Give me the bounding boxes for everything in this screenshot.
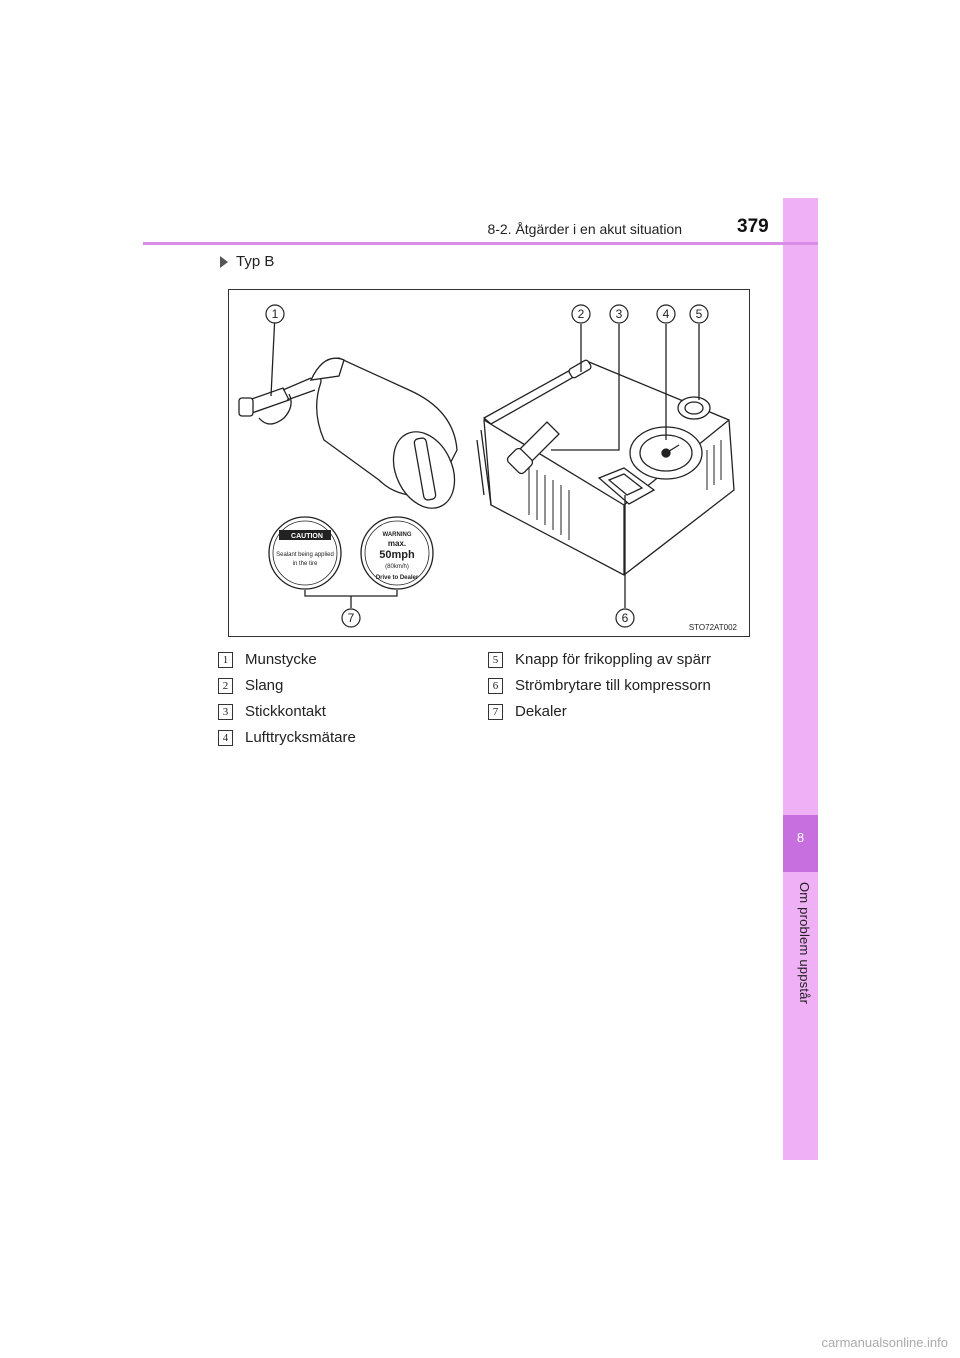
- caution-banner: [279, 530, 331, 540]
- callout-number-1: 1: [272, 307, 279, 321]
- callout-circle-1: [265, 304, 285, 324]
- sidebar-chapter-marker: [783, 815, 818, 872]
- legend-number-badge: 3: [218, 703, 233, 720]
- legend-item-2: 2 Slang: [218, 677, 283, 694]
- legend-item-1: 1 Munstycke: [218, 651, 317, 668]
- header-rule: [143, 242, 818, 245]
- legend-number-badge: 4: [218, 729, 233, 746]
- callout-circle-6: [615, 608, 635, 628]
- legend-label: Munstycke: [245, 651, 317, 668]
- legend-number-badge: 7: [488, 703, 503, 720]
- legend-item-3: 3 Stickkontakt: [218, 703, 326, 720]
- caution-line2: in the tire: [293, 561, 318, 567]
- callout-number-6: 6: [622, 611, 629, 625]
- warning-decal: [360, 516, 434, 590]
- warning-kmh: (80km/h): [385, 564, 409, 570]
- repair-kit-figure: CAUTION Sealant being applied in the tir…: [228, 289, 750, 637]
- warning-speed: 50mph: [379, 549, 415, 561]
- legend-label: Knapp för frikoppling av spärr: [515, 651, 711, 668]
- callout-number-3: 3: [616, 307, 623, 321]
- page-number: 379: [737, 216, 769, 237]
- sidebar-chapter-title: Om problem uppstår: [797, 882, 812, 1005]
- legend-label: Dekaler: [515, 703, 567, 720]
- caution-title: CAUTION: [291, 533, 323, 540]
- callout-number-2: 2: [578, 307, 585, 321]
- warning-max: max.: [388, 539, 406, 548]
- sidebar-chapter-number: 8: [796, 830, 805, 845]
- section-title: 8-2. Åtgärder i en akut situation: [487, 221, 682, 237]
- callout-number-7: 7: [348, 611, 355, 625]
- callout-circle-5: [689, 304, 709, 324]
- subheading-text: Typ B: [236, 253, 275, 270]
- legend-label: Stickkontakt: [245, 703, 326, 720]
- callout-number-4: 4: [663, 307, 670, 321]
- warning-title: WARNING: [383, 532, 412, 538]
- repair-kit-illustration: CAUTION Sealant being applied in the tir…: [238, 304, 738, 632]
- callout-circle-2: [571, 304, 591, 324]
- legend-item-4: 4 Lufttrycksmätare: [218, 729, 356, 746]
- triangle-bullet-icon: [220, 255, 228, 268]
- legend-label: Strömbrytare till kompressorn: [515, 677, 711, 694]
- legend-item-6: 6 Strömbrytare till kompressorn: [488, 677, 711, 694]
- callout-group: 1 2 3 4 5 6 7: [265, 304, 709, 628]
- footer-watermark[interactable]: carmanualsonline.info: [821, 1335, 948, 1350]
- legend-number-badge: 1: [218, 651, 233, 668]
- legend-label: Slang: [245, 677, 284, 694]
- legend-number-badge: 5: [488, 651, 503, 668]
- legend-number-badge: 2: [218, 677, 233, 694]
- subheading: Typ B: [220, 253, 274, 270]
- figure-code: STO72AT002: [689, 623, 738, 632]
- warning-arc: Drive to Dealer: [376, 575, 419, 581]
- legend-label: Lufttrycksmätare: [245, 729, 356, 746]
- callout-circle-4: [656, 304, 676, 324]
- callout-number-5: 5: [696, 307, 703, 321]
- legend-item-5: 5 Knapp för frikoppling av spärr: [488, 651, 711, 668]
- callout-circle-3: [609, 304, 629, 324]
- legend-number-badge: 6: [488, 677, 503, 694]
- legend-item-7: 7 Dekaler: [488, 703, 567, 720]
- sidebar-tab: [783, 198, 818, 1160]
- caution-line1: Sealant being applied: [276, 552, 334, 558]
- callout-circle-7: [341, 608, 361, 628]
